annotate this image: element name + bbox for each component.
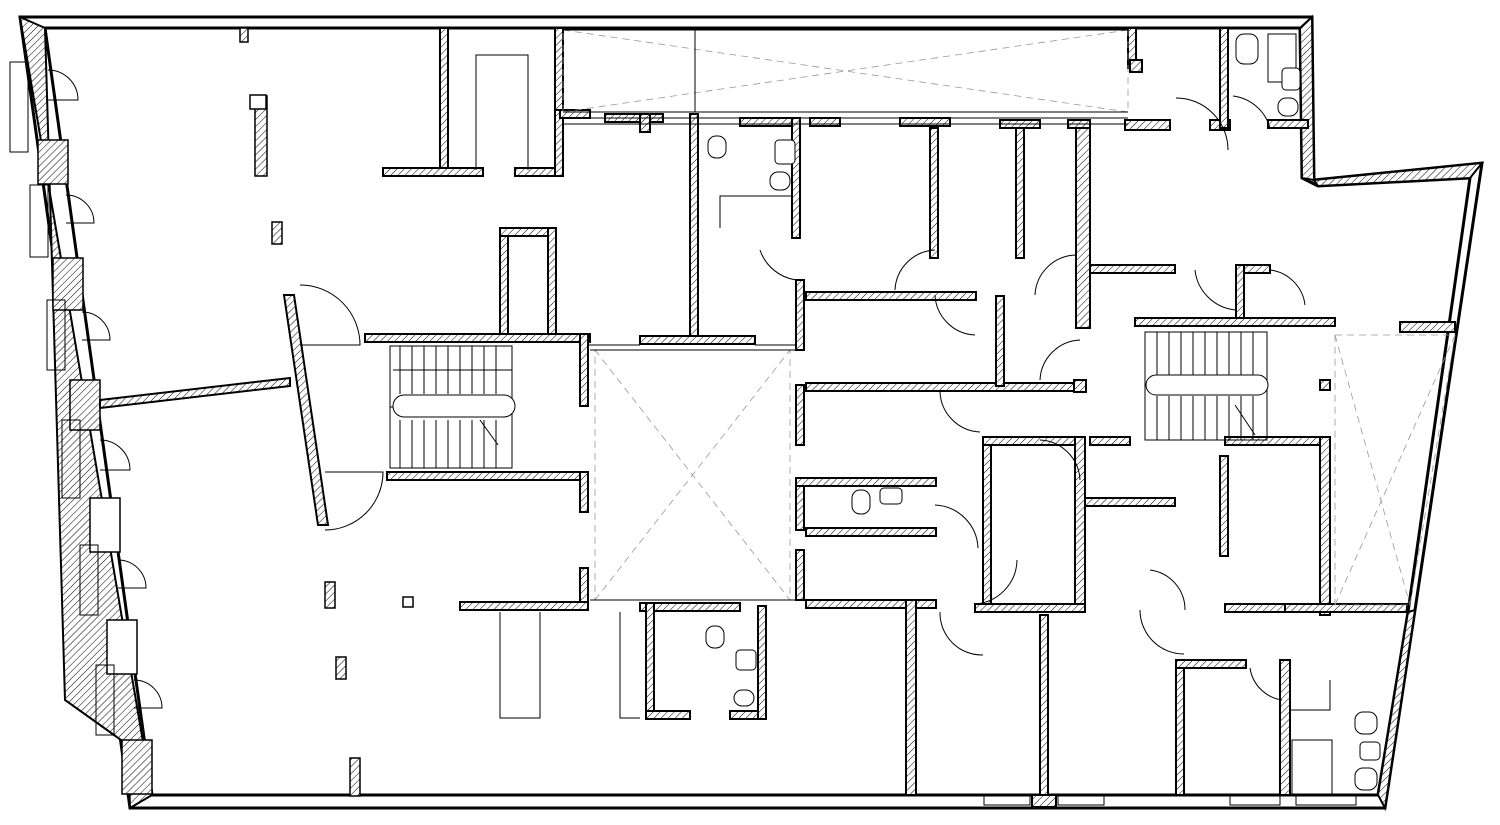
south-facade-openings xyxy=(983,794,1357,808)
west-hall xyxy=(99,27,414,797)
central-court xyxy=(364,279,805,611)
east-bathrooms xyxy=(795,477,1381,795)
west-facade xyxy=(9,61,163,795)
east-rooms xyxy=(759,127,1456,796)
north-bathroom xyxy=(707,33,1301,228)
east-stair xyxy=(1144,331,1456,606)
north-window-lines xyxy=(563,117,1128,346)
outer-walls xyxy=(18,14,1485,812)
stair-treads-east xyxy=(1156,332,1254,440)
south-bathroom xyxy=(499,602,767,720)
west-stair xyxy=(389,345,516,469)
